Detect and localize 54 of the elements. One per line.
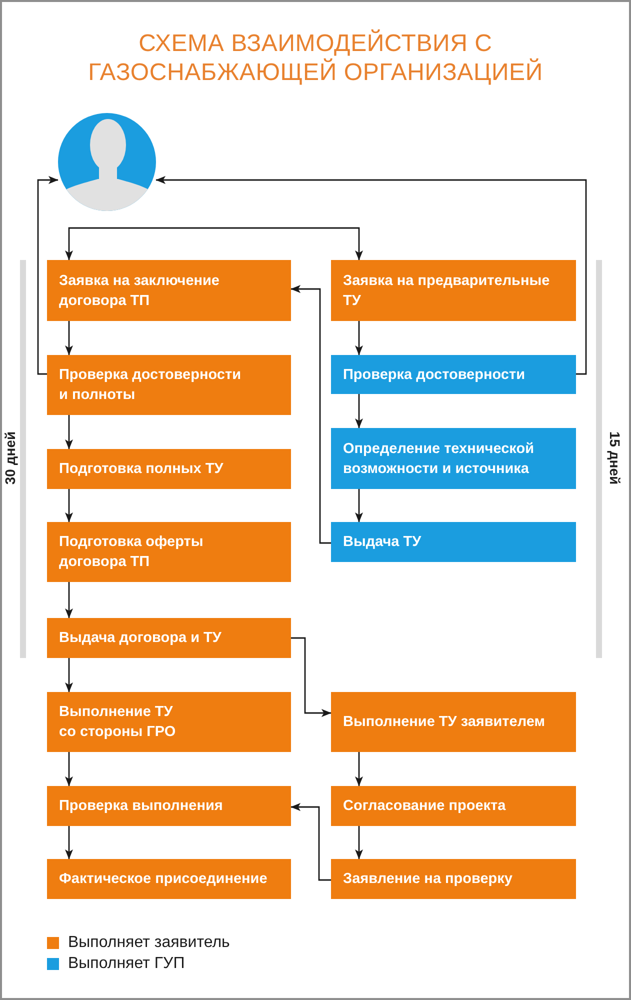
duration-label: 15 дней (607, 431, 623, 485)
process-box (331, 260, 576, 321)
arrow (65, 321, 73, 356)
arrow (355, 321, 363, 356)
step-label: Заявка на предварительные ТУ (343, 272, 551, 310)
process-box (47, 260, 291, 321)
step-label: Выполнение ТУ заявителем (343, 713, 545, 732)
arrow (355, 826, 363, 860)
arrow (65, 658, 73, 692)
arrow (290, 285, 331, 544)
process-box (331, 859, 576, 899)
process-box (47, 522, 291, 582)
arrow (291, 637, 332, 717)
legend-label: Выполняет ГУП (68, 955, 185, 973)
process-box (331, 692, 576, 752)
arrow (355, 394, 363, 428)
step-label: Заявление на проверку (343, 870, 512, 889)
arrow (65, 582, 73, 618)
arrow (65, 489, 73, 522)
arrow (65, 826, 73, 860)
process-box (47, 618, 291, 658)
step-label: Выполнение ТУ со стороны ГРО (59, 703, 177, 742)
process-box (331, 428, 576, 489)
process-box (331, 355, 576, 394)
step-label: Выдача ТУ (343, 533, 422, 552)
arrow (214, 227, 363, 260)
step-label: Согласование проекта (343, 797, 506, 816)
duration-label: 30 дней (2, 431, 18, 485)
step-label: Выдача договора и ТУ (59, 629, 222, 648)
process-box (331, 522, 576, 562)
person-avatar (58, 113, 156, 211)
arrow (65, 227, 214, 260)
step-label: Заявка на заключение договора ТП (59, 272, 220, 310)
step-label: Проверка достоверности и полноты (59, 366, 242, 405)
step-label: Определение технической возможности и источника (343, 440, 535, 478)
step-label: Проверка выполнения (59, 797, 223, 816)
process-box (47, 692, 291, 752)
arrow (355, 489, 363, 522)
process-box (47, 355, 291, 415)
process-box (331, 786, 576, 826)
legend-label: Выполняет заявитель (68, 934, 230, 952)
arrow (355, 752, 363, 786)
process-box (47, 786, 291, 826)
step-label: Подготовка оферты договора ТП (59, 533, 204, 572)
process-box (47, 859, 291, 899)
arrow (65, 752, 73, 786)
process-box (47, 449, 291, 489)
arrow (65, 415, 73, 450)
step-label: Фактическое присоединение (59, 870, 268, 889)
step-label: Проверка достоверности (343, 366, 525, 384)
arrow (290, 803, 331, 881)
step-label: Подготовка полных ТУ (59, 460, 224, 479)
diagram-title: СХЕМА ВЗАИМОДЕЙСТВИЯ С ГАЗОСНАБЖАЮЩЕЙ ОРГАНИЗАЦИЕЙ (87, 29, 544, 87)
arrow (37, 176, 58, 375)
